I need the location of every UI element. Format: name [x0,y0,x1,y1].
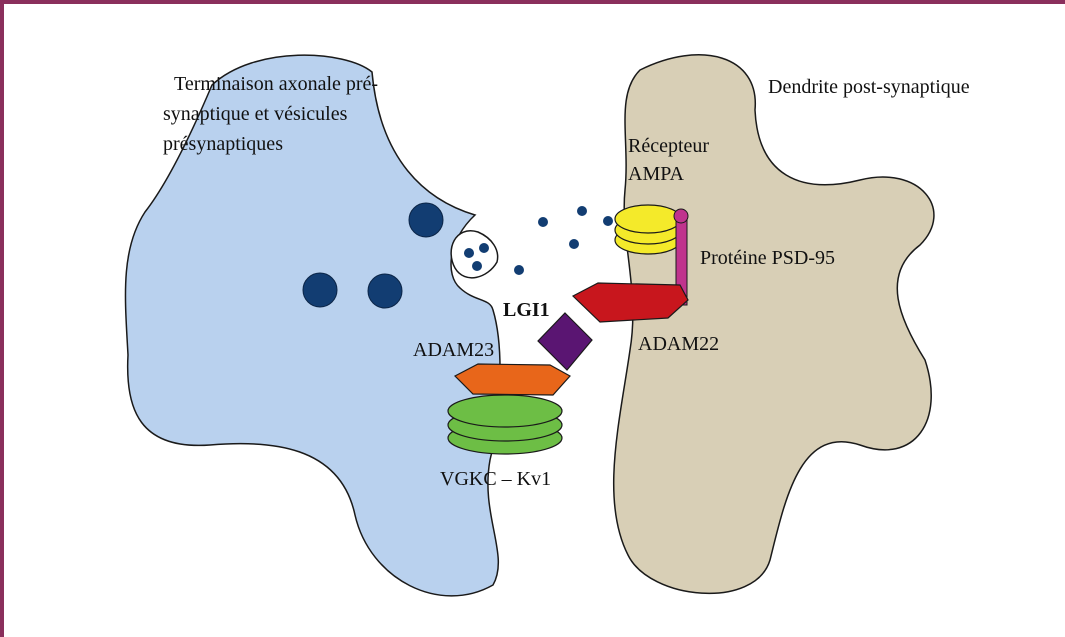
vesicle [368,274,402,308]
neurotransmitter [472,261,482,271]
adam22-protein [573,283,688,322]
presynaptic-label-line1: Terminaison axonale pré- [174,73,378,95]
neurotransmitter [538,217,548,227]
vgkc-channel-ring [448,395,562,427]
fusing-vesicle [451,231,497,278]
neurotransmitter [569,239,579,249]
postsynaptic-label: Dendrite post-synaptique [768,76,970,98]
ampa-label-line2: AMPA [628,163,685,185]
adam23-label: ADAM23 [413,339,494,361]
neurotransmitter [464,248,474,258]
presynaptic-label-line2: synaptique et vésicules [163,103,348,125]
neurotransmitter [479,243,489,253]
vgkc-label: VGKC – Kv1 [440,468,551,490]
neurotransmitter [603,216,613,226]
lgi1-label: LGI1 [503,299,550,321]
neurotransmitter [514,265,524,275]
adam23-protein [455,364,570,395]
lgi1-protein [538,313,592,370]
psd95-label: Protéine PSD-95 [700,247,835,269]
vesicle [409,203,443,237]
presynaptic-label-line3: présynaptiques [163,133,283,155]
neurotransmitter [577,206,587,216]
ampa-receptor-ring [615,205,681,233]
psd95-head [674,209,688,223]
vesicle [303,273,337,307]
adam22-label: ADAM22 [638,333,719,355]
ampa-label-line1: Récepteur [628,135,709,157]
